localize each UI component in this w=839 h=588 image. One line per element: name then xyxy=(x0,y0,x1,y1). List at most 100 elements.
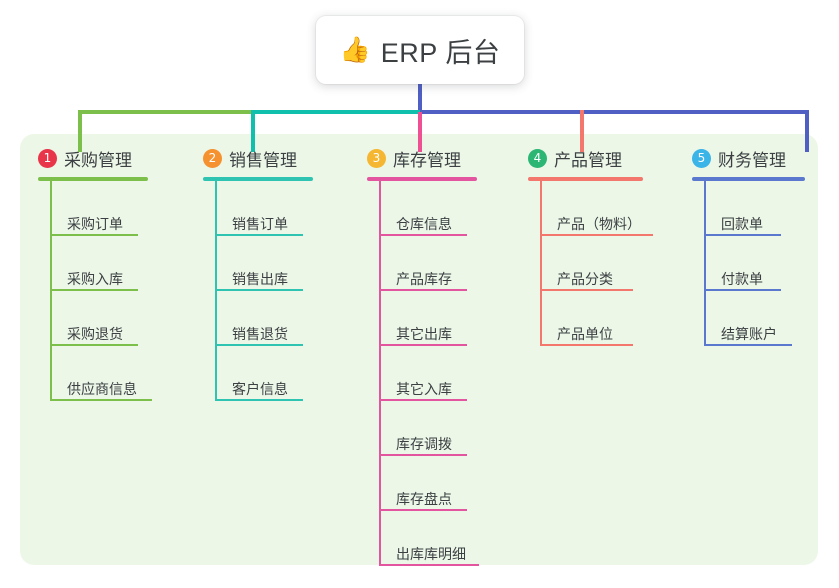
branch-item-label: 产品单位 xyxy=(557,326,613,342)
branch-item-label: 产品库存 xyxy=(396,271,452,287)
branch-spine-2 xyxy=(215,181,217,401)
branch-item[interactable]: 出库库明细 xyxy=(379,511,479,566)
branch-spine-4 xyxy=(540,181,542,346)
branch-item[interactable]: 采购订单 xyxy=(50,181,148,236)
branch-underline-5 xyxy=(692,177,805,181)
branch-spine-3 xyxy=(379,181,381,566)
branch-item-underline xyxy=(379,289,467,291)
branch-item-underline xyxy=(50,399,152,401)
branch-item-underline xyxy=(540,289,633,291)
branch-item[interactable]: 销售订单 xyxy=(215,181,313,236)
branch-items-1: 采购订单采购入库采购退货供应商信息 xyxy=(50,181,152,401)
root-node[interactable]: 👍 ERP 后台 xyxy=(316,16,524,84)
branch-item-underline xyxy=(379,344,467,346)
branch-item[interactable]: 产品（物料） xyxy=(540,181,653,236)
branch-item[interactable]: 结算账户 xyxy=(704,291,805,346)
branch-item-label: 客户信息 xyxy=(232,381,288,397)
branch-item-label: 仓库信息 xyxy=(396,216,452,232)
branch-item-label: 回款单 xyxy=(721,216,763,232)
root-title: ERP 后台 xyxy=(380,37,501,68)
branch-title-1: 采购管理 xyxy=(64,150,132,170)
branch-item-label: 销售退货 xyxy=(232,326,288,342)
branch-item[interactable]: 其它出库 xyxy=(379,291,477,346)
branch-title-5: 财务管理 xyxy=(718,150,786,170)
branch-underline-2 xyxy=(203,177,313,181)
branch-item-label: 库存盘点 xyxy=(396,491,452,507)
branch-title-4: 产品管理 xyxy=(554,150,622,170)
branch-column-4: 4 产品管理产品（物料） 产品分类产品单位 xyxy=(528,146,653,346)
branch-underline-1 xyxy=(38,177,148,181)
branch-item-label: 供应商信息 xyxy=(67,381,137,397)
branch-item-underline xyxy=(704,289,781,291)
branch-item[interactable]: 销售出库 xyxy=(215,236,313,291)
branch-item[interactable]: 仓库信息 xyxy=(379,181,477,236)
branch-item[interactable]: 付款单 xyxy=(704,236,805,291)
branch-column-5: 5 财务管理回款单付款单结算账户 xyxy=(692,146,805,346)
thumbs-up-icon: 👍 xyxy=(339,35,371,64)
branch-header-5[interactable]: 5 财务管理 xyxy=(692,146,805,170)
branch-item-underline xyxy=(379,399,467,401)
branch-item-label: 出库库明细 xyxy=(396,546,466,562)
branch-item-label: 其它入库 xyxy=(396,381,452,397)
branch-column-1: 1 采购管理采购订单采购入库采购退货供应商信息 xyxy=(38,146,152,401)
branch-title-3: 库存管理 xyxy=(393,150,461,170)
branch-item[interactable]: 客户信息 xyxy=(215,346,313,401)
branch-item[interactable]: 其它入库 xyxy=(379,346,477,401)
branch-item-underline xyxy=(215,289,303,291)
branch-spine-1 xyxy=(50,181,52,401)
branch-item-underline xyxy=(540,234,653,236)
branch-header-1[interactable]: 1 采购管理 xyxy=(38,146,148,170)
branch-item-label: 付款单 xyxy=(721,271,763,287)
branch-item[interactable]: 回款单 xyxy=(704,181,805,236)
branch-item-label: 产品分类 xyxy=(557,271,613,287)
branch-title-2: 销售管理 xyxy=(229,150,297,170)
branch-items-3: 仓库信息产品库存其它出库其它入库库存调拨库存盘点出库库明细 xyxy=(379,181,479,566)
branch-badge-5: 5 xyxy=(692,148,711,168)
branch-item-underline xyxy=(50,234,138,236)
branch-item-label: 产品（物料） xyxy=(557,216,641,232)
branch-header-4[interactable]: 4 产品管理 xyxy=(528,146,643,170)
branch-badge-1: 1 xyxy=(38,148,57,168)
branch-item[interactable]: 产品单位 xyxy=(540,291,643,346)
branch-item-label: 库存调拨 xyxy=(396,436,452,452)
branch-items-2: 销售订单销售出库销售退货客户信息 xyxy=(215,181,313,401)
branch-item-label: 采购订单 xyxy=(67,216,123,232)
branch-item-underline xyxy=(215,344,303,346)
branch-items-4: 产品（物料） 产品分类产品单位 xyxy=(540,181,653,346)
branch-item-underline xyxy=(704,344,792,346)
branch-item-label: 采购入库 xyxy=(67,271,123,287)
branch-item-label: 采购退货 xyxy=(67,326,123,342)
branch-item-underline xyxy=(215,399,303,401)
branch-item-label: 销售出库 xyxy=(232,271,288,287)
branch-badge-2: 2 xyxy=(203,148,222,168)
branch-column-2: 2 销售管理销售订单销售出库销售退货客户信息 xyxy=(203,146,313,401)
branch-item[interactable]: 产品库存 xyxy=(379,236,477,291)
branch-item-underline xyxy=(379,454,467,456)
branch-item-underline xyxy=(704,234,781,236)
branch-badge-4: 4 xyxy=(528,148,547,168)
branch-spine-5 xyxy=(704,181,706,346)
branch-item-underline xyxy=(379,234,467,236)
branch-item[interactable]: 销售退货 xyxy=(215,291,313,346)
branch-item[interactable]: 采购入库 xyxy=(50,236,148,291)
branch-item-label: 其它出库 xyxy=(396,326,452,342)
branch-underline-4 xyxy=(528,177,643,181)
branch-header-2[interactable]: 2 销售管理 xyxy=(203,146,313,170)
branch-item-underline xyxy=(379,509,467,511)
branch-item[interactable]: 产品分类 xyxy=(540,236,643,291)
branch-item-underline xyxy=(379,564,479,566)
branch-items-5: 回款单付款单结算账户 xyxy=(704,181,805,346)
branch-item[interactable]: 采购退货 xyxy=(50,291,148,346)
branch-item-underline xyxy=(50,289,138,291)
branch-item-underline xyxy=(215,234,303,236)
branch-item[interactable]: 库存盘点 xyxy=(379,456,477,511)
diagram-panel xyxy=(20,134,818,565)
branch-item[interactable]: 库存调拨 xyxy=(379,401,477,456)
branch-item-label: 结算账户 xyxy=(721,326,777,342)
branch-underline-3 xyxy=(367,177,477,181)
branch-item[interactable]: 供应商信息 xyxy=(50,346,152,401)
branch-item-label: 销售订单 xyxy=(232,216,288,232)
